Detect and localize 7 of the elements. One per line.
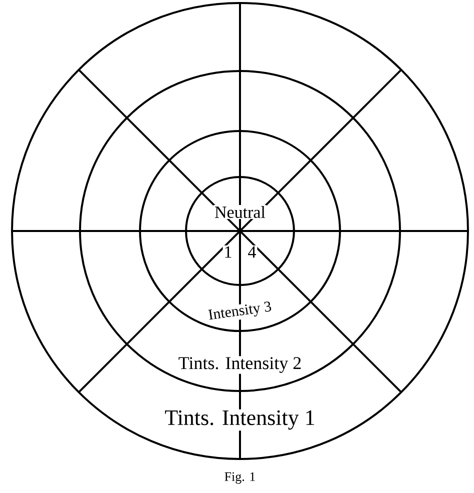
ring-label: 1 [222, 245, 234, 259]
ring-label: 4 [246, 245, 258, 259]
ring-label: Tints. Intensity 2 [177, 356, 303, 374]
ring-label: Neutral [214, 205, 266, 219]
figure-caption: Fig. 1 [224, 472, 255, 484]
ring-label: Tints. Intensity 1 [164, 409, 316, 431]
ring-label: Intensity 3 [206, 300, 274, 324]
